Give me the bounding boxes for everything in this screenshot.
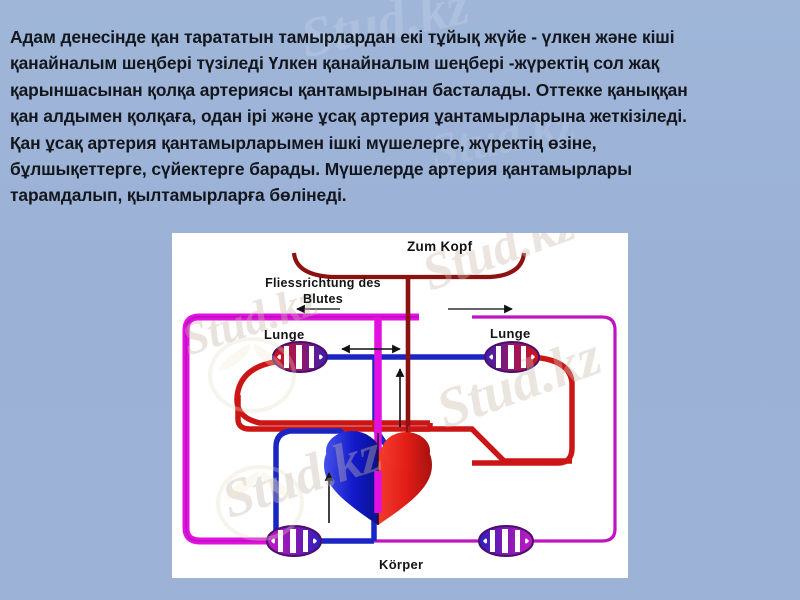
- label-zum-kopf: Zum Kopf: [407, 239, 473, 254]
- aorta-outline: [185, 316, 419, 542]
- label-fliessrichtung-line2: Blutes: [302, 292, 343, 306]
- lesson-paragraph: Адам денесінде қан тарататын тамырлардан…: [10, 24, 794, 209]
- lung-left-capillary-bed: [272, 341, 328, 373]
- paragraph-line: қан алдымен қолқаға, одан ірі және ұсақ …: [10, 106, 687, 127]
- label-korper: Körper: [379, 557, 424, 572]
- heart: [324, 431, 432, 525]
- vein-return-right-vessel: [372, 315, 617, 543]
- body-capillary-left: [266, 525, 322, 557]
- pulmonary-vein-left: [234, 358, 430, 426]
- circulation-diagram: Stud.kz Stud.kz Stud.kz Stud.kz Zum Kopf…: [172, 233, 628, 578]
- paragraph-line: Адам денесінде қан тарататын тамырлардан…: [10, 27, 675, 47]
- heart-red-atrium: [382, 432, 430, 470]
- systemic-artery-right: [408, 426, 572, 464]
- vena-cava-left-branch: [273, 428, 358, 541]
- paragraph-line: бұлшықеттерге, сүйектерге барады. Мүшеле…: [10, 159, 632, 180]
- lung-right-capillary-bed: [484, 341, 540, 373]
- pulmonary-vein-left-lower: [235, 395, 430, 432]
- paragraph-line: қанайналым шеңбері түзіледі Үлкен қанайн…: [10, 53, 660, 74]
- heart-blue-atrium: [326, 431, 378, 471]
- label-lunge-right: Lunge: [490, 326, 531, 341]
- paragraph-line: Қан ұсақ артерия қантамырларымен ішкі мү…: [10, 132, 597, 153]
- circulation-svg: [182, 252, 617, 557]
- label-fliessrichtung: Fliessrichtung des Blutes: [260, 275, 386, 307]
- paragraph-line: қарыншасынан қолқа артериясы қантамырына…: [10, 79, 688, 100]
- label-lunge-left: Lunge: [264, 327, 305, 342]
- body-capillary-right: [478, 525, 534, 557]
- paragraph-line: тарамдалып, қылтамырларға бөлінеді.: [10, 185, 347, 206]
- label-fliessrichtung-line1: Fliessrichtung des: [265, 276, 381, 290]
- head-arch-vessel: [291, 252, 527, 280]
